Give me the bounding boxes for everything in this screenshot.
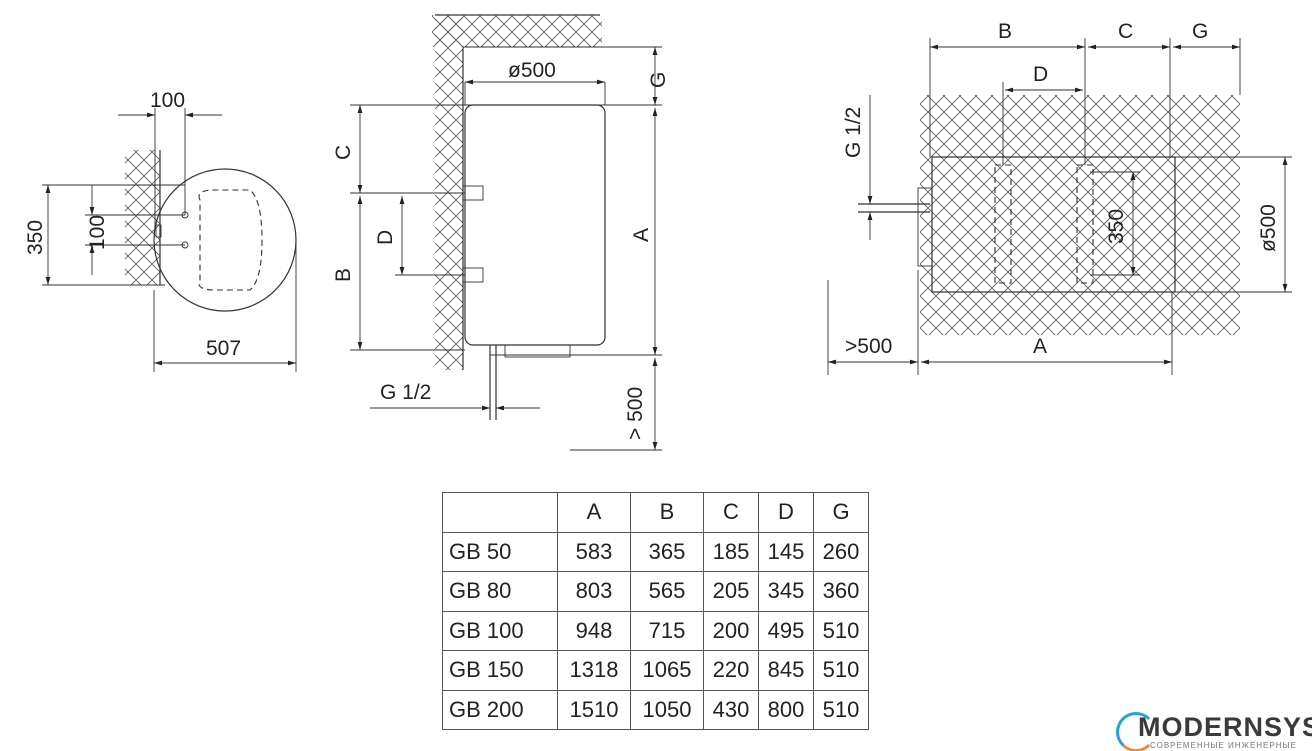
cell: 565	[630, 571, 704, 612]
dim-350: 350	[1105, 209, 1128, 244]
dim-diameter: ø500	[1257, 204, 1280, 252]
label-pipe: G 1/2	[842, 107, 865, 158]
wall-hatch	[435, 15, 463, 370]
cell: 845	[758, 650, 814, 691]
cell: 1318	[557, 650, 631, 691]
tank-outline	[464, 104, 606, 346]
cell: 260	[813, 531, 869, 572]
logo-ring-icon	[1116, 712, 1156, 751]
label-pipe: G 1/2	[380, 381, 431, 404]
header-cell: A	[557, 492, 631, 533]
cell: 345	[758, 571, 814, 612]
cell: 715	[630, 610, 704, 651]
cell: 365	[630, 531, 704, 572]
dim-top: 100	[150, 89, 185, 112]
header-cell: G	[813, 492, 869, 533]
cell: 948	[557, 610, 631, 651]
dim-width: 507	[206, 337, 241, 360]
cell: 1510	[557, 689, 631, 730]
model-cell: GB 80	[442, 571, 558, 612]
label-d: D	[1033, 63, 1048, 86]
dim-height: 350	[24, 220, 47, 255]
header-cell: C	[703, 492, 759, 533]
label-b: B	[332, 268, 355, 282]
model-cell: GB 150	[442, 650, 558, 691]
label-c: C	[332, 145, 355, 160]
label-a: A	[630, 228, 653, 242]
label-b: B	[998, 20, 1012, 43]
cell: 510	[813, 650, 869, 691]
model-cell: GB 200	[442, 689, 558, 730]
label-clearance: >500	[845, 335, 892, 358]
label-g: G	[647, 72, 670, 88]
cell: 205	[703, 571, 759, 612]
label-clearance: > 500	[624, 387, 647, 440]
cell: 495	[758, 610, 814, 651]
logo-name: MODERNSYS	[1138, 712, 1312, 742]
cell: 145	[758, 531, 814, 572]
label-g: G	[1192, 20, 1208, 43]
cell: 583	[557, 531, 631, 572]
cell: 800	[758, 689, 814, 730]
model-cell: GB 100	[442, 610, 558, 651]
cell: 1065	[630, 650, 704, 691]
horizontal-view: B C G D G 1/2 350 ø500 >500 A	[827, 20, 1292, 375]
cell: 510	[813, 610, 869, 651]
cell: 1050	[630, 689, 704, 730]
model-cell: GB 50	[442, 531, 558, 572]
header-cell: B	[630, 492, 704, 533]
cell: 360	[813, 571, 869, 612]
table-header-row: A B C D G	[442, 492, 869, 533]
front-view: ø500 G A > 500 C B D G 1/2	[332, 14, 670, 451]
logo-tagline: СОВРЕМЕННЫЕ ИНЖЕНЕРНЫЕ СИСТЕМЫ	[1150, 741, 1297, 751]
label-d: D	[374, 230, 397, 245]
cell: 200	[703, 610, 759, 651]
modernsys-logo: MODERNSYS СОВРЕМЕННЫЕ ИНЖЕНЕРНЫЕ СИСТЕМЫ	[1114, 710, 1312, 751]
cell: 803	[557, 571, 631, 612]
wall-hatch	[920, 95, 1240, 335]
cell: 430	[703, 689, 759, 730]
side-view: 100 350 100 507	[24, 89, 297, 372]
header-cell	[442, 492, 558, 533]
cell: 510	[813, 689, 869, 730]
dim-inner: 100	[86, 215, 109, 250]
cell: 220	[703, 650, 759, 691]
wall-hatch	[125, 150, 160, 285]
header-cell: D	[758, 492, 814, 533]
cell: 185	[703, 531, 759, 572]
dim-diameter: ø500	[508, 59, 556, 82]
label-c: C	[1118, 20, 1133, 43]
label-a: A	[1033, 335, 1047, 358]
